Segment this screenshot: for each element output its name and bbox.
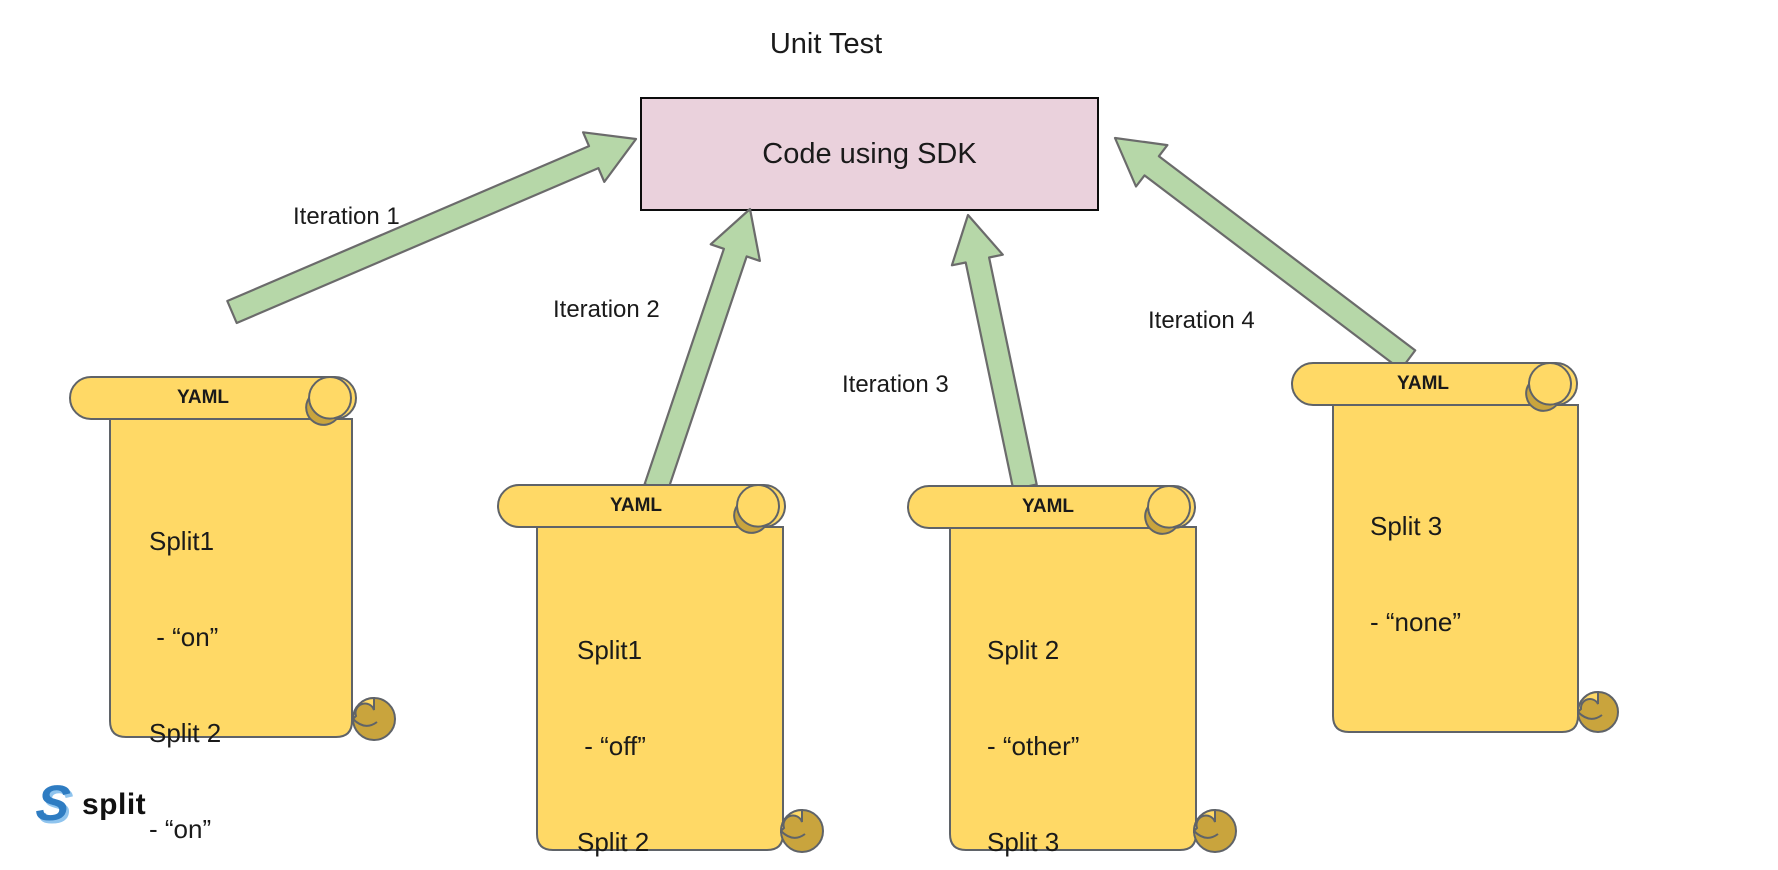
scroll-line: - “on”	[149, 622, 219, 652]
scroll-3-header-label: YAML	[1021, 496, 1075, 517]
yaml-scroll-3	[907, 485, 1237, 853]
scroll-header-roll	[497, 484, 786, 528]
scroll-line: - “none”	[1370, 607, 1462, 637]
scroll-bottom-curl-face	[351, 696, 375, 722]
scroll-line: Split1	[577, 635, 643, 665]
split-logo-icon: S	[33, 775, 73, 831]
page-title: Unit Test	[769, 28, 883, 60]
scroll-top-curl-shade	[1144, 503, 1180, 535]
scroll-1-header-label: YAML	[176, 387, 230, 408]
scroll-body	[109, 418, 353, 738]
code-using-sdk-box: Code using SDK	[640, 97, 1099, 211]
scroll-top-curl-shade	[305, 394, 341, 426]
arrow-iteration-3-icon	[950, 213, 1038, 491]
scroll-line: - “off”	[577, 731, 646, 761]
scroll-3-content: Split 2 - “other” Split 3 - “low”	[987, 570, 1079, 870]
scroll-bottom-curl-spiral	[1193, 830, 1219, 839]
scroll-header-roll	[69, 376, 357, 420]
arrow-iteration-4-icon	[1113, 136, 1417, 371]
scroll-line: Split 3	[987, 827, 1060, 857]
scroll-body	[1332, 404, 1579, 733]
split-logo: S split	[28, 775, 147, 831]
scroll-1-content: Split1 - “on” Split 2 - “on” Split 3 - “…	[149, 461, 231, 870]
scroll-line: Split 3	[1370, 511, 1443, 541]
iteration-2-label: Iteration 2	[553, 296, 660, 323]
arrow-iteration-2-icon	[643, 207, 762, 493]
yaml-scroll-2	[497, 484, 824, 853]
scroll-top-curl-shade	[733, 502, 769, 534]
scroll-bottom-curl-spiral	[780, 830, 806, 839]
scroll-header-roll	[1291, 362, 1578, 406]
scroll-bottom-curl-spiral	[1577, 711, 1603, 720]
split-logo-wordmark: split	[82, 787, 147, 821]
iteration-1-label: Iteration 1	[293, 203, 400, 230]
yaml-scroll-1	[69, 376, 396, 741]
scroll-header-roll	[907, 485, 1196, 529]
scroll-2-header-label: YAML	[609, 495, 663, 516]
code-using-sdk-label: Code using SDK	[762, 137, 977, 170]
scroll-line: - “on”	[149, 814, 212, 844]
scroll-4-header-label: YAML	[1396, 373, 1450, 394]
scroll-bottom-curl-face	[1576, 690, 1599, 715]
yaml-scroll-4	[1291, 362, 1619, 733]
scroll-line: Split 2	[987, 635, 1060, 665]
scroll-line: Split 2	[149, 718, 222, 748]
scroll-line: Split 2	[577, 827, 650, 857]
scroll-line: - “other”	[987, 731, 1080, 761]
scroll-bottom-curl-spiral	[352, 718, 378, 727]
iteration-3-label: Iteration 3	[842, 371, 949, 398]
scroll-4-content: Split 3 - “none”	[1370, 446, 1461, 702]
scroll-bottom-curl-face	[779, 808, 803, 834]
arrow-iteration-1-icon	[226, 131, 638, 325]
scroll-2-content: Split1 - “off” Split 2 - “off” Split 3 -…	[577, 570, 703, 870]
scroll-top-curl-shade	[1525, 380, 1561, 412]
scroll-line: Split1	[149, 526, 215, 556]
iteration-4-label: Iteration 4	[1148, 307, 1255, 334]
scroll-bottom-curl-face	[1192, 808, 1216, 834]
